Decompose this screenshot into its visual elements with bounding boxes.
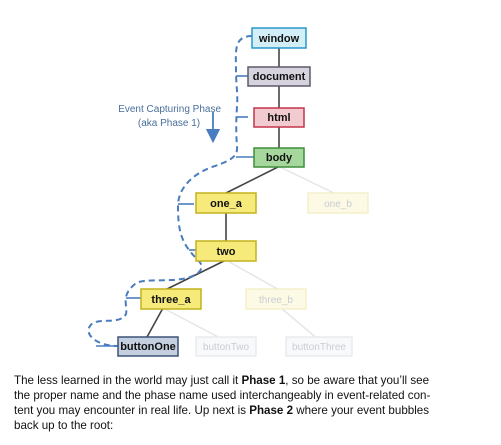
paragraph-line-3: tent you may encounter in real life. Up … (14, 403, 492, 418)
node-label: one_a (210, 198, 243, 210)
node-document: document (247, 66, 311, 87)
text-run: The less learned in the world may just c… (14, 374, 242, 387)
phase-label: Event Capturing Phase (aka Phase 1) (118, 104, 224, 129)
node-label: two (217, 246, 236, 258)
text-run: , so be aware that you’ll see (285, 374, 430, 387)
edge-two-three_a (164, 259, 227, 291)
node-html: html (253, 107, 305, 128)
node-label: window (258, 33, 300, 45)
node-label: three_b (259, 295, 293, 306)
body-paragraph: The less learned in the world may just c… (14, 373, 492, 433)
node-buttonOne: buttonOne (117, 336, 179, 357)
phase-label-line2: (aka Phase 1) (138, 118, 200, 129)
node-label: body (266, 152, 293, 164)
text-run: tent you may encounter in real life. Up … (14, 404, 250, 417)
node-label: buttonTwo (203, 342, 250, 353)
capture-path-ticks (96, 75, 254, 347)
text-run: where your event bubbles (293, 404, 430, 417)
paragraph-line-1: The less learned in the world may just c… (14, 373, 492, 388)
paragraph-line-2: the proper name and the phase name used … (14, 389, 431, 402)
edge-three_b-buttonThree (280, 307, 320, 341)
node-label: html (267, 112, 290, 124)
node-three_b: three_b (245, 288, 307, 310)
phase-1-term: Phase 1 (241, 374, 286, 387)
paragraph-line-4: back up to the root: (14, 419, 114, 432)
edge-body-one_a (225, 166, 279, 194)
node-buttonTwo: buttonTwo (195, 336, 257, 357)
edge-two-three_b (225, 259, 282, 292)
edge-three_a-buttonOne (146, 307, 164, 338)
tree-edges-faded (162, 166, 339, 341)
node-label: buttonThree (292, 342, 346, 353)
capture-path-dashed (87, 35, 253, 347)
node-two: two (195, 240, 257, 262)
node-window: window (251, 27, 307, 49)
node-body: body (253, 147, 305, 168)
node-label: document (253, 71, 306, 83)
node-label: buttonOne (120, 341, 176, 353)
node-label: three_a (151, 294, 191, 306)
phase-2-term: Phase 2 (249, 404, 294, 417)
event-capturing-diagram: Event Capturing Phase (aka Phase 1) wind… (87, 27, 369, 357)
edge-body-one_b (279, 166, 339, 196)
phase-label-line1: Event Capturing Phase (118, 104, 221, 115)
tree-edges-active (146, 48, 280, 338)
node-one_a: one_a (195, 192, 257, 214)
node-one_b: one_b (307, 192, 369, 214)
node-three_a: three_a (140, 288, 202, 310)
node-buttonThree: buttonThree (285, 336, 353, 357)
edge-three_a-buttonTwo (162, 307, 225, 341)
node-label: one_b (324, 199, 352, 210)
